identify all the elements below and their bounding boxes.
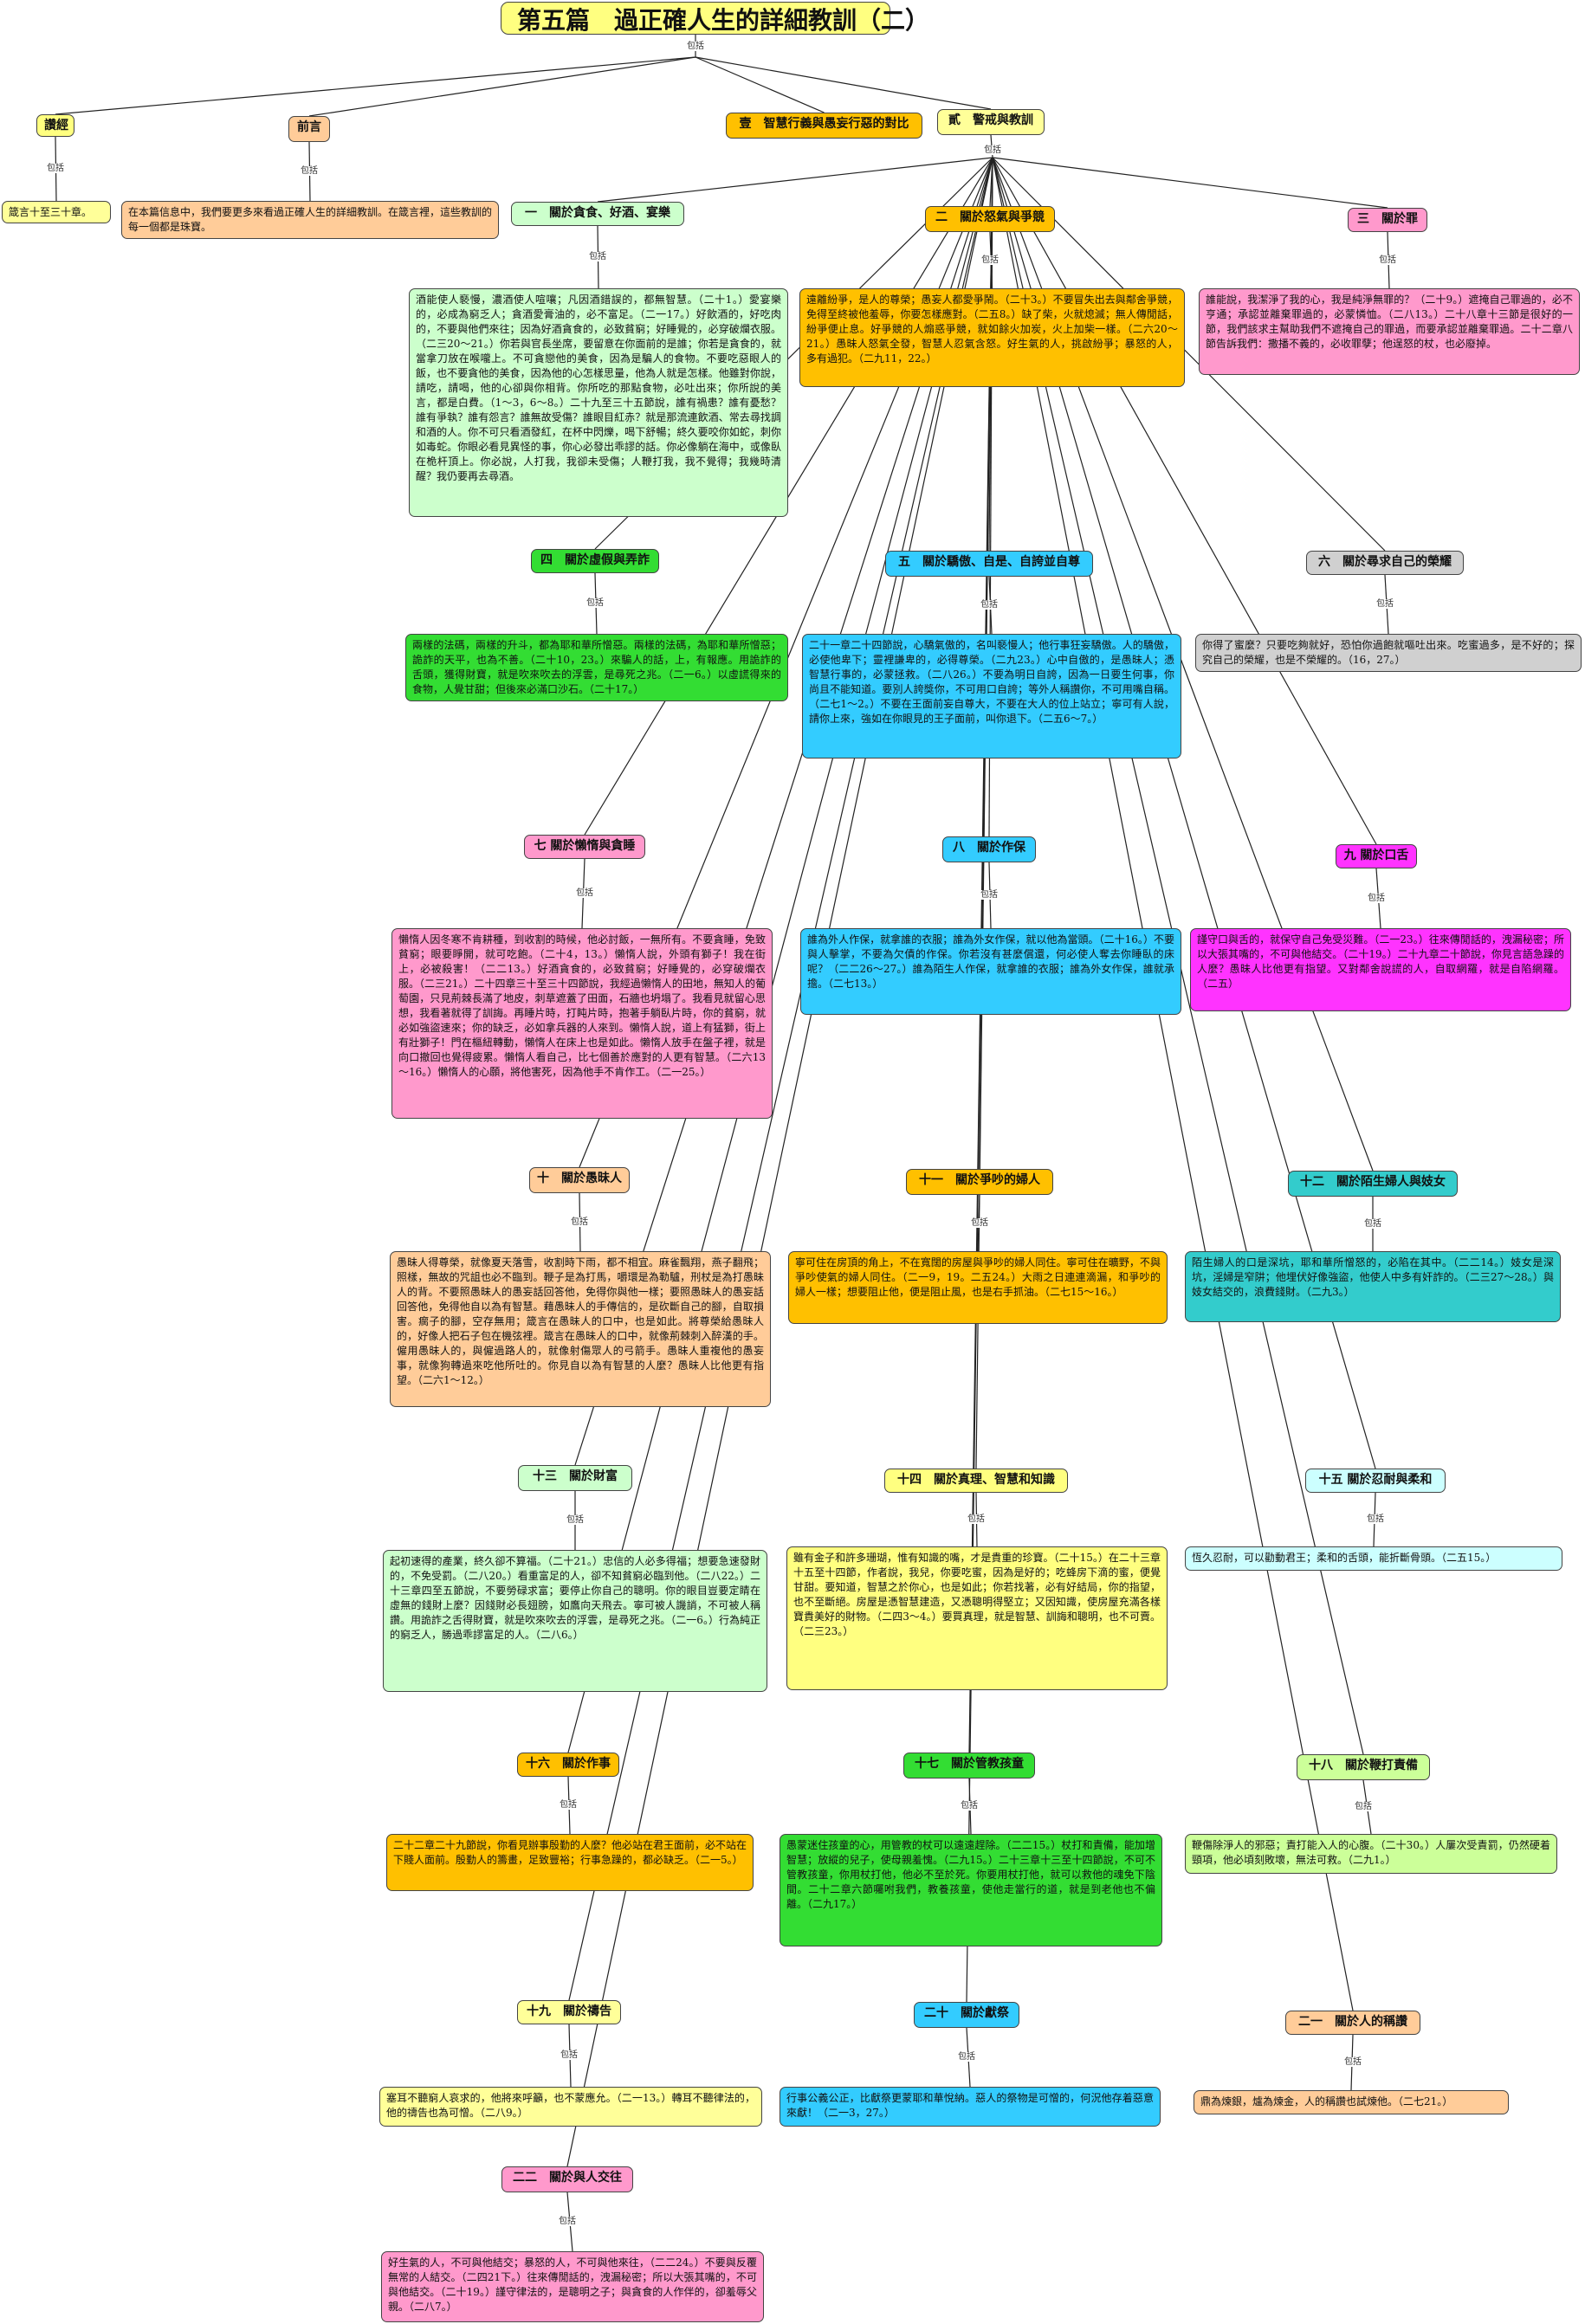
t2-edge-label: 包括 (300, 166, 319, 176)
n16-edge-label: 包括 (559, 1800, 578, 1810)
n21-edge-label: 包括 (1343, 2057, 1362, 2067)
hub-to-n20 (966, 157, 993, 2003)
node-prayer-text: 塞耳不聽窮人哀求的，他將來呼籲，也不蒙應允。（二一13。）轉耳不聽律法的，他的禱… (379, 2087, 762, 2127)
hub-to-n7 (584, 157, 993, 836)
n15-edge-label: 包括 (1366, 1514, 1385, 1524)
node-truth-wisdom-text: 雖有金子和許多珊瑚，惟有知識的嘴，才是貴重的珍寶。（二十15。）在二十三章十五至… (786, 1546, 1168, 1690)
node-deceit: 四 關於虛假與弄詐 (531, 549, 659, 573)
node-sin: 三 關於罪 (1348, 208, 1427, 232)
node-associations: 二二 關於與人交往 (501, 2166, 633, 2192)
node-rebuke-text: 鞭傷除淨人的邪惡；責打能入人的心腹。（二十30。）人屢次受責罰，仍然硬着頸項，他… (1185, 1834, 1557, 1874)
n17-edge-label: 包括 (960, 1801, 979, 1811)
n9-edge-label: 包括 (1367, 893, 1386, 903)
node-sacrifice-text: 行事公義公正，比獻祭更蒙耶和華悅納。惡人的祭物是可憎的，何況他存着惡意來獻！（二… (780, 2087, 1161, 2127)
node-praise-text: 鼎為煉銀，爐為煉金，人的稱讚也試煉他。（二七21。） (1194, 2090, 1509, 2114)
node-truth-wisdom: 十四 關於真理、智慧和知識 (884, 1469, 1068, 1493)
root-to-t4 (695, 56, 992, 110)
node-contentious-woman-text: 寧可住在房頂的角上，不在寬闊的房屋與爭吵的婦人同住。寧可住在曠野，不與爭吵使氣的… (788, 1251, 1168, 1324)
n22-edge-label: 包括 (558, 2217, 577, 2226)
node-praise: 二一 關於人的稱讚 (1285, 2011, 1420, 2035)
node-child-discipline: 十七 關於管教孩童 (903, 1753, 1035, 1779)
t1-edge-label: 包括 (46, 164, 65, 173)
n5-edge-label: 包括 (980, 600, 999, 610)
n7-edge-label: 包括 (575, 888, 594, 898)
n19-edge-label: 包括 (560, 2050, 579, 2060)
node-anger: 二 關於怒氣與爭競 (925, 206, 1055, 232)
n10-edge-label: 包括 (570, 1217, 589, 1227)
node-rebuke: 十八 關於鞭打責備 (1297, 1754, 1430, 1780)
branch-reading: 讚經 (36, 114, 74, 137)
n20-edge-label: 包括 (957, 2052, 976, 2062)
branch-preface-text: 在本篇信息中，我們要更多來看過正確人生的詳細教訓。在箴言裡，這些教訓的每一個都是… (121, 201, 499, 239)
n3-edge-label: 包括 (1378, 255, 1397, 265)
branch-reading-text: 箴言十至三十章。 (2, 201, 111, 223)
node-work-text: 二十二章二十九節說，你看見辦事殷勤的人麼？他必站在君王面前，必不站在下賤人面前。… (386, 1834, 754, 1891)
n4-edge-label: 包括 (585, 598, 605, 608)
node-pride: 五 關於驕傲、自是、自誇並自尊 (885, 551, 1093, 577)
node-strange-woman: 十二 關於陌生婦人與妓女 (1288, 1171, 1458, 1197)
hub-to-n22 (566, 157, 993, 2167)
node-patience: 十五 關於忍耐與柔和 (1305, 1469, 1446, 1493)
node-self-glory-text: 你得了蜜麼？只要吃夠就好，恐怕你過飽就嘔吐出來。吃蜜過多，是不好的；探究自己的榮… (1195, 634, 1582, 672)
n6-edge-label: 包括 (1375, 599, 1394, 609)
node-surety: 八 關於作保 (942, 836, 1036, 862)
node-tongue: 九 關於口舌 (1336, 844, 1417, 868)
n13-edge-label: 包括 (566, 1515, 585, 1525)
n18-edge-label: 包括 (1354, 1802, 1373, 1811)
node-deceit-text: 兩樣的法碼，兩樣的升斗，都為耶和華所憎惡。兩樣的法碼，為耶和華所憎惡；詭詐的天平… (405, 634, 788, 701)
node-associations-text: 好生氣的人，不可與他結交；暴怒的人，不可與他來往，（二二24。）不要與反覆無常的… (381, 2251, 764, 2322)
hub-to-n9 (992, 157, 1377, 845)
hub-to-n3 (992, 157, 1388, 209)
node-self-glory: 六 關於尋求自己的榮耀 (1306, 551, 1464, 575)
node-gluttony: 一 關於貪食、好酒、宴樂 (511, 202, 684, 226)
root-edge-label: 包括 (686, 42, 705, 51)
node-laziness: 七 關於懶惰與貪睡 (524, 835, 645, 859)
root-title: 第五篇 過正確人生的詳細教訓（二） (501, 2, 929, 35)
n11-edge-label: 包括 (970, 1217, 989, 1228)
n8-edge-label: 包括 (980, 890, 999, 900)
hub-to-n19 (568, 157, 993, 2001)
node-fools: 十 關於愚昧人 (529, 1167, 630, 1193)
hub-to-n21 (992, 157, 1354, 2011)
node-laziness-text: 懶惰人因冬寒不肯耕種，到收割的時候，他必討飯，一無所有。不要貪睡，免致貧窮；眼要… (391, 928, 773, 1119)
node-anger-text: 遠離紛爭，是人的尊榮；愚妄人都愛爭鬧。（二十3。）不要冒失出去與鄰舍爭競，免得至… (799, 288, 1185, 387)
node-sacrifice: 二十 關於獻祭 (914, 2002, 1019, 2028)
branch-contrast: 壹 智慧行義與愚妄行惡的對比 (726, 113, 922, 139)
n2-edge-label: 包括 (980, 255, 1000, 265)
t4-edge-label: 包括 (983, 145, 1002, 155)
branch-preface: 前言 (288, 116, 330, 142)
branch-warnings: 貳 警戒與教訓 (937, 109, 1045, 135)
root-to-t2 (308, 56, 696, 117)
node-wealth-text: 起初速得的產業，終久卻不算福。（二十21。）忠信的人必多得福；想要急速發財的，不… (383, 1550, 767, 1692)
node-fools-text: 愚昧人得尊榮，就像夏天落雪，收割時下雨，都不相宜。麻雀飄翔，燕子翻飛；照樣，無故… (390, 1251, 771, 1407)
node-surety-text: 誰為外人作保，就拿誰的衣服；誰為外女作保，就以他為當頭。（二十16。）不要與人擊… (800, 928, 1181, 1015)
node-strange-woman-text: 陌生婦人的口是深坑，耶和華所憎怒的，必陷在其中。（二二14。）妓女是深坑，淫婦是… (1185, 1251, 1561, 1322)
node-work: 十六 關於作事 (517, 1753, 619, 1777)
node-patience-text: 恆久忍耐，可以勸動君王；柔和的舌頭，能折斷骨頭。（二五15。） (1185, 1546, 1562, 1571)
n1-edge-label: 包括 (588, 252, 607, 261)
node-pride-text: 二十一章二十四節說，心驕氣傲的，名叫褻慢人；他行事狂妄驕傲。人的驕傲，必使他卑下… (802, 634, 1181, 759)
node-sin-text: 誰能說，我潔淨了我的心，我是純淨無罪的？（二十9。）遮掩自己罪過的，必不亨通；承… (1199, 288, 1580, 375)
hub-to-n1 (597, 157, 993, 203)
hub-to-n6 (992, 157, 1386, 552)
node-gluttony-text: 酒能使人褻慢，濃酒使人喧嚷；凡因酒錯誤的，都無智慧。（二十1。）愛宴樂的，必成為… (409, 288, 788, 517)
n14-edge-label: 包括 (967, 1514, 986, 1524)
root-to-t3 (695, 56, 825, 113)
node-tongue-text: 謹守口與舌的，就保守自己免受災難。（二一23。）往來傳閒話的，洩漏秘密；所以大張… (1190, 928, 1571, 1011)
node-contentious-woman: 十一 關於爭吵的婦人 (906, 1169, 1053, 1195)
node-wealth: 十三 關於財富 (518, 1465, 632, 1491)
hub-to-n16 (567, 157, 993, 1753)
node-prayer: 十九 關於禱告 (517, 2000, 621, 2024)
n12-edge-label: 包括 (1363, 1218, 1382, 1229)
node-child-discipline-text: 愚蒙迷住孩童的心，用管教的杖可以遠遠趕除。（二二15。）杖打和責備，能加增智慧；… (780, 1834, 1162, 1946)
root-to-t1 (55, 56, 696, 115)
